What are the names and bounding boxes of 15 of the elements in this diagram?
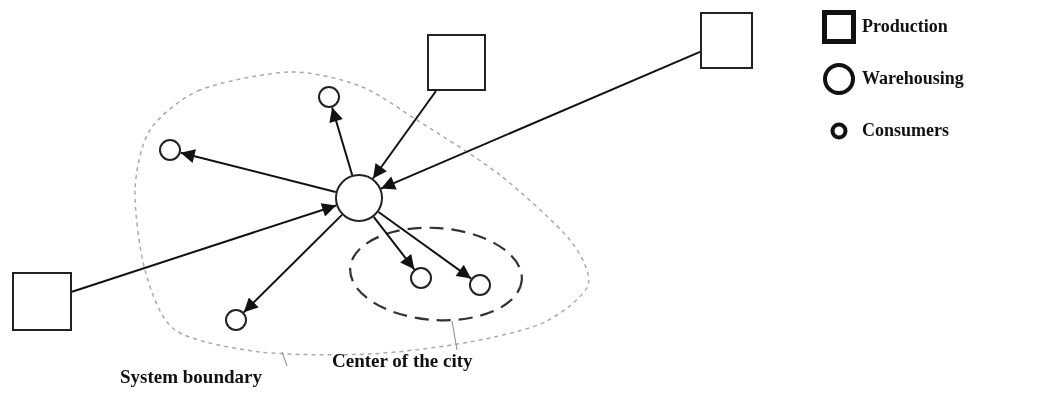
legend-label: Production — [862, 16, 948, 37]
leader-line — [451, 320, 458, 351]
boundary-label: Center of the city — [332, 350, 473, 372]
arrow — [179, 149, 337, 194]
boundary-label: System boundary — [120, 366, 262, 388]
arrow — [372, 215, 416, 271]
arrow — [380, 50, 701, 190]
arrow — [329, 106, 354, 176]
arrow — [242, 213, 343, 314]
legend-label: Warehousing — [862, 68, 964, 89]
legend-label: Consumers — [862, 120, 949, 141]
arrow — [372, 90, 437, 180]
arrow — [71, 203, 338, 293]
arrow — [377, 211, 473, 280]
leader-line — [281, 351, 288, 367]
